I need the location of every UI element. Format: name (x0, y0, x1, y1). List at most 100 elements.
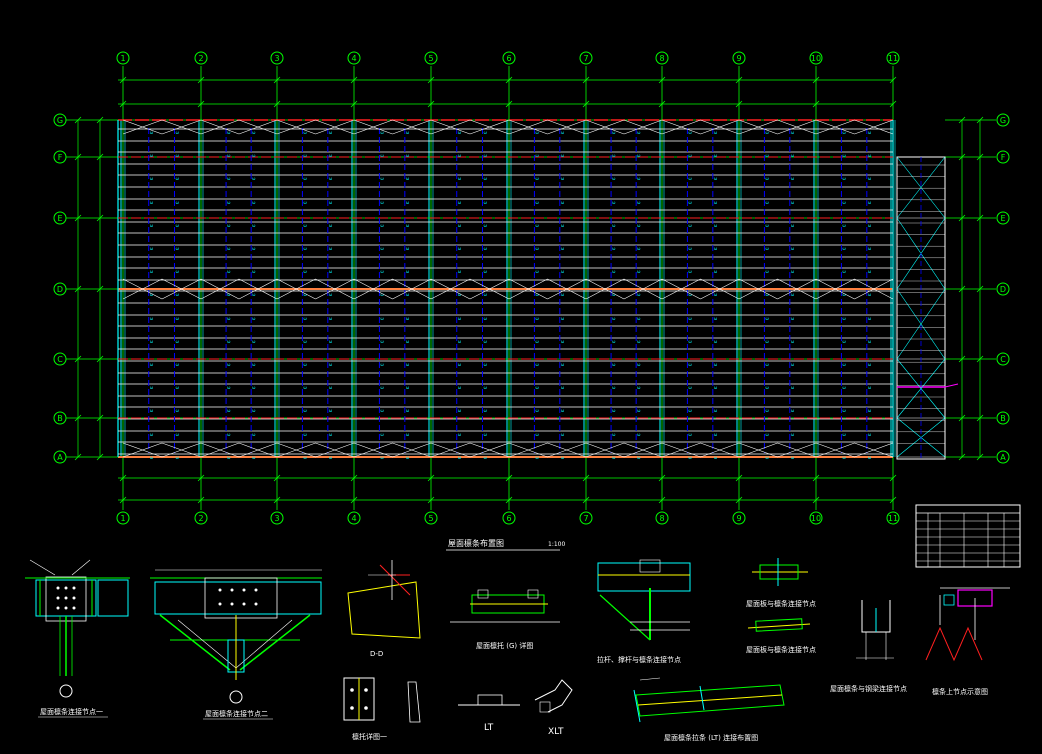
dim-tick (74, 285, 82, 293)
gutter-section-title: 屋面檩条与钢梁连接节点 (830, 684, 907, 693)
tie-mark: ω (842, 200, 846, 205)
brace (276, 119, 316, 135)
dim-tick (976, 414, 984, 422)
axis-bubble (53, 113, 67, 127)
tie-mark: ω (637, 200, 641, 205)
tie-mark: ω (175, 432, 179, 437)
dim-tick (958, 453, 966, 461)
axis-label: C (1000, 355, 1006, 364)
tie-mark: ω (175, 385, 179, 390)
purlin-joint-detail (597, 559, 691, 641)
tie-mark: ω (252, 223, 256, 228)
tie-mark: ω (483, 200, 487, 205)
brace (738, 278, 778, 300)
tie-mark: ω (688, 385, 692, 390)
tie-mark: ω (483, 223, 487, 228)
tie-mark: ω (406, 432, 410, 437)
tie-mark: ω (868, 339, 872, 344)
tie-mark: ω (483, 292, 487, 297)
tie-mark: ω (406, 153, 410, 158)
dim-tick (958, 414, 966, 422)
tie-mark: ω (406, 292, 410, 297)
axis-bubble (655, 511, 669, 525)
axis-bubble (53, 282, 67, 296)
dim-tick (505, 474, 513, 482)
axis-label: B (1000, 414, 1006, 423)
tie-mark: ω (252, 292, 256, 297)
tie-mark: ω (406, 200, 410, 205)
tie-mark: ω (150, 432, 154, 437)
tie-mark: ω (637, 385, 641, 390)
tie-mark: ω (637, 130, 641, 135)
brace (315, 442, 355, 458)
dim-tick (976, 285, 984, 293)
dim-tick (350, 474, 358, 482)
tie-mark: ω (535, 408, 539, 413)
tie-mark: ω (380, 316, 384, 321)
tie-mark: ω (791, 455, 795, 460)
tie-mark: ω (380, 223, 384, 228)
tie-mark: ω (150, 408, 154, 413)
tie-mark: ω (791, 362, 795, 367)
tie-mark: ω (612, 200, 616, 205)
tie-mark: ω (765, 362, 769, 367)
dim-tick (658, 100, 666, 108)
tie-mark: ω (483, 455, 487, 460)
dim-tick (889, 100, 897, 108)
tie-mark: ω (612, 455, 616, 460)
axis-bubble (886, 51, 900, 65)
tie-mark: ω (535, 246, 539, 251)
eave-detail-2 (747, 618, 811, 632)
axis-bubble (116, 511, 130, 525)
dim-tick (812, 496, 820, 504)
tie-mark: ω (329, 362, 333, 367)
brace (815, 119, 855, 135)
tie-mark: ω (329, 223, 333, 228)
dim-tick (735, 496, 743, 504)
member-table (915, 504, 1021, 568)
tie-mark: ω (303, 362, 307, 367)
tie-mark: ω (561, 269, 565, 274)
tie-mark: ω (791, 153, 795, 158)
ext-brace (896, 358, 946, 419)
tie-mark: ω (483, 385, 487, 390)
tie-mark: ω (535, 200, 539, 205)
tie-mark: ω (458, 339, 462, 344)
dim-tick (735, 100, 743, 108)
xlt-detail (534, 679, 573, 713)
tie-mark: ω (535, 339, 539, 344)
brace (200, 442, 240, 458)
dim-tick (96, 355, 104, 363)
axis-label: 3 (274, 54, 279, 63)
tie-mark: ω (329, 269, 333, 274)
axis-label: 1 (120, 54, 125, 63)
ext-brace (896, 156, 946, 219)
dim-tick (197, 76, 205, 84)
tie-mark: ω (842, 362, 846, 367)
tie-mark: ω (175, 153, 179, 158)
tie-mark: ω (561, 130, 565, 135)
tie-mark: ω (458, 316, 462, 321)
tie-mark: ω (380, 385, 384, 390)
tie-mark: ω (303, 339, 307, 344)
axis-bubble (270, 51, 284, 65)
tie-mark: ω (406, 176, 410, 181)
tie-mark: ω (612, 130, 616, 135)
tie-mark: ω (458, 385, 462, 390)
tie-mark: ω (483, 246, 487, 251)
tie-mark: ω (868, 316, 872, 321)
tie-mark: ω (252, 153, 256, 158)
tie-mark: ω (535, 153, 539, 158)
tie-mark: ω (227, 432, 231, 437)
dim-tick (350, 496, 358, 504)
tie-mark: ω (535, 432, 539, 437)
plan-title: 屋面檩条布置图 (448, 538, 504, 548)
tie-mark: ω (842, 316, 846, 321)
axis-bubble (53, 211, 67, 225)
dim-tick (273, 100, 281, 108)
tie-mark: ω (688, 153, 692, 158)
tie-mark: ω (791, 385, 795, 390)
dim-tick (976, 214, 984, 222)
brace (585, 278, 625, 300)
brace (276, 278, 316, 300)
